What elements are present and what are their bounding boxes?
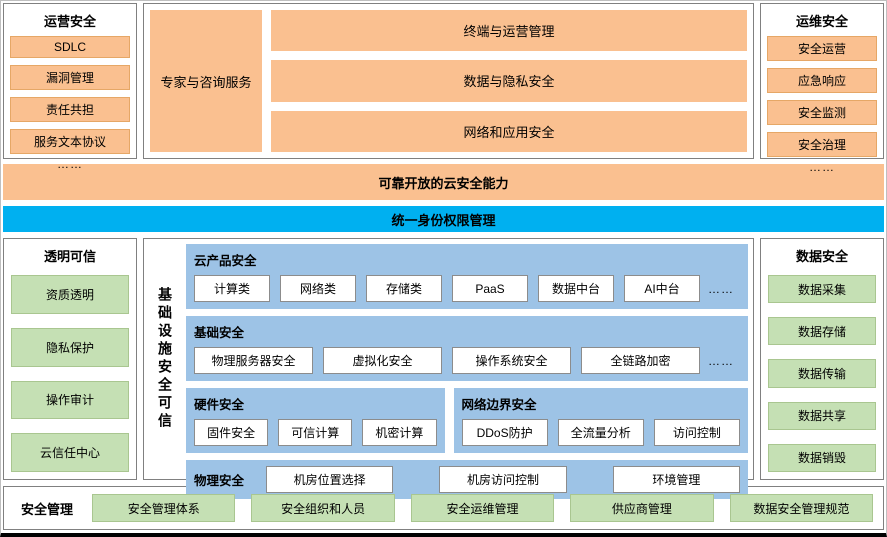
- service-bar: 终端与运营管理: [271, 10, 747, 52]
- top-row: 运营安全 SDLC 漏洞管理责任共担服务文本协议 …… 专家与咨询服务 终端与运营…: [3, 3, 884, 174]
- security-management-item: 供应商管理: [570, 494, 714, 522]
- basic-security-ellipsis: ……: [708, 353, 734, 368]
- security-management-title: 安全管理: [20, 501, 73, 517]
- operations-security-panel: 运营安全 SDLC 漏洞管理责任共担服务文本协议 ……: [3, 3, 137, 171]
- basic-security-item: 全链路加密: [581, 347, 700, 374]
- om-security-item: 安全治理: [767, 132, 877, 157]
- data-security-item: 数据存储: [768, 317, 876, 346]
- security-management-items: 安全管理体系安全组织和人员安全运维管理供应商管理数据安全管理规范: [92, 494, 874, 522]
- physical-security-section: 物理安全 机房位置选择 机房访问控制 环境管理: [186, 460, 748, 499]
- service-bars: 终端与运营管理数据与隐私安全网络和应用安全: [271, 10, 747, 152]
- cloud-product-item: 网络类: [280, 275, 356, 302]
- infrastructure-content: 云产品安全 计算类网络类存储类 PaaS 数据中台 AI中台 …… 基础安全 物理服务…: [186, 244, 748, 499]
- basic-security-items: 物理服务器安全虚拟化安全操作系统安全全链路加密: [194, 347, 700, 374]
- operations-security-item: 服务文本协议: [10, 129, 130, 154]
- om-security-items: 安全运营应急响应安全监测安全治理: [767, 36, 877, 157]
- identity-permission-banner: 统一身份权限管理: [3, 206, 884, 232]
- basic-security-row: 物理服务器安全虚拟化安全操作系统安全全链路加密 ……: [194, 347, 740, 374]
- data-security-item: 数据采集: [768, 275, 876, 304]
- operations-security-item: 漏洞管理: [10, 65, 130, 90]
- om-security-item: 安全运营: [767, 36, 877, 61]
- transparency-panel: 透明可信 资质透明隐私保护操作审计云信任中心: [3, 238, 137, 480]
- service-bar: 数据与隐私安全: [271, 60, 747, 102]
- hardware-security-section: 硬件安全 固件安全可信计算机密计算: [186, 388, 445, 453]
- operations-security-title: 运营安全: [43, 14, 96, 29]
- basic-security-item: 虚拟化安全: [323, 347, 442, 374]
- data-security-item: 数据传输: [768, 359, 876, 388]
- data-security-item: 数据共享: [768, 401, 876, 430]
- middle-row: 透明可信 资质透明隐私保护操作审计云信任中心 基础设施安全可信 云产品安全 计算…: [3, 238, 884, 499]
- cloud-product-item: AI中台: [624, 275, 700, 302]
- om-security-item: 应急响应: [767, 68, 877, 93]
- operations-security-item: SDLC: [10, 36, 130, 58]
- physical-security-items: 机房位置选择 机房访问控制 环境管理: [266, 466, 740, 493]
- cloud-product-item: PaaS: [452, 275, 528, 302]
- security-management-item: 安全运维管理: [410, 494, 555, 522]
- transparency-items: 资质透明隐私保护操作审计云信任中心: [10, 271, 130, 474]
- physical-security-item: 机房位置选择: [266, 466, 394, 493]
- cloud-product-item: 数据中台: [538, 275, 614, 302]
- physical-security-title: 物理安全: [194, 474, 245, 488]
- infrastructure-vertical-title: 基础设施安全可信: [157, 287, 173, 431]
- transparency-item: 资质透明: [11, 275, 129, 314]
- transparency-item: 操作审计: [11, 380, 129, 420]
- security-management-item: 数据安全管理规范: [729, 494, 874, 522]
- network-edge-security-item: 访问控制: [653, 419, 740, 446]
- operations-ellipsis: ……: [57, 157, 83, 171]
- transparency-title: 透明可信: [43, 249, 96, 264]
- hardware-security-item: 机密计算: [362, 419, 437, 446]
- network-edge-security-section: 网络边界安全 DDoS防护全流量分析访问控制: [453, 388, 748, 453]
- cloud-product-item: 计算类: [194, 275, 270, 302]
- expert-consulting-block: 专家与咨询服务: [150, 10, 262, 152]
- cloud-product-ellipsis: ……: [708, 281, 734, 296]
- basic-security-item: 物理服务器安全: [194, 347, 313, 374]
- data-security-title: 数据安全: [795, 249, 848, 264]
- om-ellipsis: ……: [809, 160, 835, 174]
- om-security-item: 安全监测: [767, 100, 877, 125]
- data-security-item: 数据销毁: [768, 443, 876, 473]
- hardware-security-item: 可信计算: [278, 419, 353, 446]
- cloud-product-item: 存储类: [366, 275, 442, 302]
- om-security-title: 运维安全: [795, 14, 848, 29]
- hardware-security-title: 硬件安全: [194, 398, 245, 412]
- network-edge-security-item: DDoS防护: [461, 419, 548, 446]
- service-bar: 网络和应用安全: [271, 110, 747, 152]
- cloud-security-capability-banner: 可靠开放的云安全能力: [3, 164, 884, 200]
- security-management-item: 安全管理体系: [92, 494, 236, 522]
- hardware-security-items: 固件安全可信计算机密计算: [194, 419, 437, 446]
- cloud-product-security-title: 云产品安全: [194, 254, 257, 268]
- security-management-item: 安全组织和人员: [251, 494, 395, 522]
- basic-security-title: 基础安全: [194, 326, 245, 340]
- operations-security-item: 责任共担: [10, 97, 130, 122]
- expert-services-panel: 专家与咨询服务 终端与运营管理数据与隐私安全网络和应用安全: [143, 3, 754, 159]
- cloud-product-row: 计算类网络类存储类 PaaS 数据中台 AI中台 ……: [194, 275, 740, 302]
- hardware-security-item: 固件安全: [194, 419, 269, 446]
- network-edge-security-title: 网络边界安全: [461, 398, 537, 412]
- network-edge-security-items: DDoS防护全流量分析访问控制: [461, 419, 740, 446]
- cloud-product-security-section: 云产品安全 计算类网络类存储类 PaaS 数据中台 AI中台 ……: [186, 244, 748, 309]
- transparency-item: 云信任中心: [11, 433, 129, 472]
- data-security-panel: 数据安全 数据采集数据存储数据传输数据共享数据销毁: [760, 238, 884, 480]
- infrastructure-security-panel: 基础设施安全可信 云产品安全 计算类网络类存储类 PaaS 数据中台 AI中台 …… …: [143, 238, 754, 499]
- physical-security-item: 机房访问控制: [439, 466, 567, 493]
- basic-security-section: 基础安全 物理服务器安全虚拟化安全操作系统安全全链路加密 ……: [186, 316, 748, 381]
- data-security-items: 数据采集数据存储数据传输数据共享数据销毁: [767, 271, 877, 474]
- operations-security-items: SDLC 漏洞管理责任共担服务文本协议: [10, 36, 130, 154]
- transparency-item: 隐私保护: [11, 327, 129, 367]
- om-security-panel: 运维安全 安全运营应急响应安全监测安全治理 ……: [760, 3, 884, 174]
- basic-security-item: 操作系统安全: [452, 347, 571, 374]
- cloud-product-items: 计算类网络类存储类 PaaS 数据中台 AI中台: [194, 275, 700, 302]
- hardware-network-row: 硬件安全 固件安全可信计算机密计算 网络边界安全 DDoS防护全流量分析访问控制: [186, 388, 748, 453]
- physical-security-item: 环境管理: [612, 466, 740, 493]
- network-edge-security-item: 全流量分析: [557, 419, 644, 446]
